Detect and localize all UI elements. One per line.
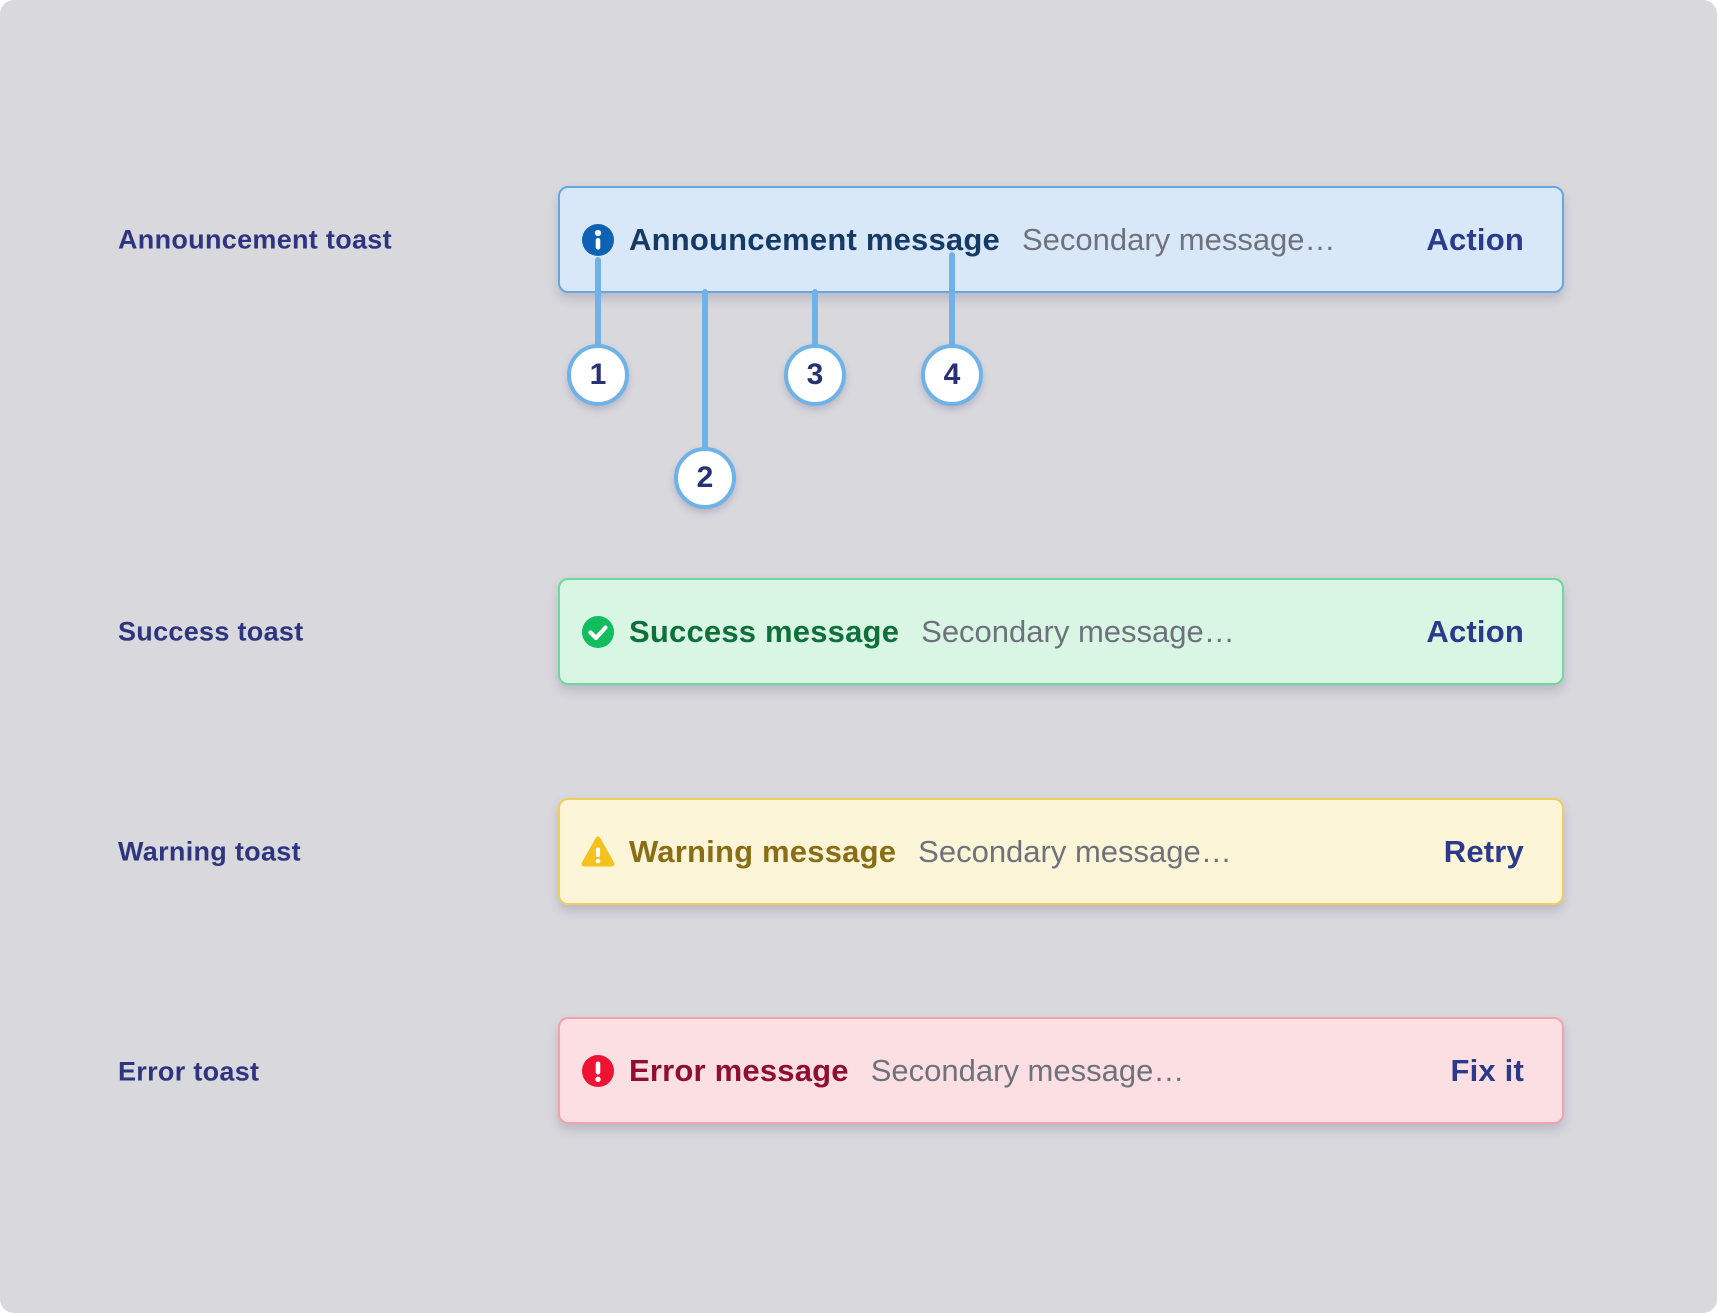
announcement-toast: Announcement message Secondary message… …	[558, 186, 1564, 293]
callout-line-1	[595, 257, 601, 352]
toast-action-button[interactable]: Retry	[1443, 833, 1524, 869]
success-check-icon	[582, 615, 614, 648]
toast-secondary-message: Secondary message…	[1021, 221, 1336, 257]
toast-primary-message: Success message	[629, 613, 900, 649]
toast-action-button[interactable]: Action	[1426, 613, 1524, 649]
toast-primary-message: Warning message	[629, 833, 897, 869]
toast-action-button[interactable]: Action	[1426, 221, 1524, 257]
warning-toast: Warning message Secondary message… Retry	[558, 798, 1564, 905]
error-toast-label: Error toast	[118, 1056, 260, 1087]
callout-line-3	[812, 289, 818, 352]
warning-toast-label: Warning toast	[118, 836, 301, 867]
callout-line-2	[702, 289, 708, 455]
callout-line-4	[949, 252, 955, 352]
callout-marker-4: 4	[921, 344, 983, 406]
callout-marker-3: 3	[784, 344, 846, 406]
toast-primary-message: Error message	[629, 1052, 849, 1088]
warning-triangle-icon	[581, 836, 615, 866]
success-toast: Success message Secondary message… Actio…	[558, 578, 1564, 685]
callout-marker-1: 1	[567, 344, 629, 406]
info-icon	[582, 223, 614, 256]
callout-marker-2: 2	[674, 447, 736, 509]
error-alert-icon	[582, 1054, 614, 1087]
success-toast-label: Success toast	[118, 616, 304, 647]
toast-primary-message: Announcement message	[629, 221, 1000, 257]
toast-secondary-message: Secondary message…	[921, 613, 1235, 649]
toast-action-button[interactable]: Fix it	[1450, 1052, 1524, 1088]
error-toast: Error message Secondary message… Fix it	[558, 1017, 1564, 1124]
toast-secondary-message: Secondary message…	[918, 833, 1232, 869]
toast-secondary-message: Secondary message…	[870, 1052, 1185, 1088]
announcement-toast-label: Announcement toast	[118, 224, 392, 255]
